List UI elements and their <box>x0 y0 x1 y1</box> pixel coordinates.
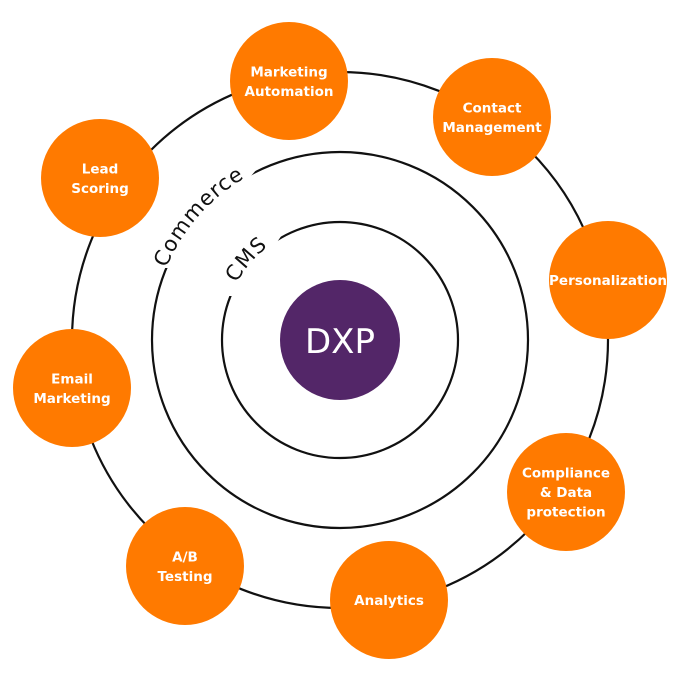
node-label-line: & Data <box>540 485 592 501</box>
node-circle <box>41 119 159 237</box>
node-label-line: Automation <box>245 84 334 100</box>
cms-label-gap <box>220 222 284 296</box>
node-circle <box>433 58 551 176</box>
commerce-ring-label: Commerce <box>149 162 248 271</box>
core-label: DXP <box>305 322 375 362</box>
commerce-label-gap <box>148 140 272 268</box>
node-label-line: Lead <box>82 161 119 177</box>
node-analytics: Analytics <box>330 541 448 659</box>
node-circle <box>126 507 244 625</box>
node-circle <box>507 433 625 551</box>
node-label-line: Email <box>51 371 93 387</box>
cms-ring <box>220 220 460 460</box>
node-circle <box>13 329 131 447</box>
node-label-line: Analytics <box>354 593 424 609</box>
node-label-line: Marketing <box>33 391 110 407</box>
node-label-line: Compliance <box>522 466 610 482</box>
node-circle <box>230 22 348 140</box>
node-label-line: A/B <box>172 549 198 565</box>
commerce-ring <box>150 150 530 530</box>
node-ab-testing: A/B Testing <box>126 507 244 625</box>
node-circle <box>330 541 448 659</box>
core-circle <box>280 280 400 400</box>
core-node: DXP <box>280 280 400 400</box>
node-compliance-data-protection: Compliance & Data protection <box>507 433 625 551</box>
node-label-line: Contact <box>463 100 522 116</box>
node-label-line: Personalization <box>549 273 667 289</box>
node-label-line: protection <box>526 505 605 521</box>
node-label-line: Marketing <box>250 64 327 80</box>
node-label-line: Scoring <box>71 181 129 197</box>
capability-nodes: MarketingAutomationContactManagementPers… <box>13 22 667 659</box>
node-label-line: Testing <box>158 569 213 585</box>
node-personalization: Personalization <box>549 221 667 339</box>
node-label-line: Management <box>442 120 542 136</box>
node-circle <box>549 221 667 339</box>
